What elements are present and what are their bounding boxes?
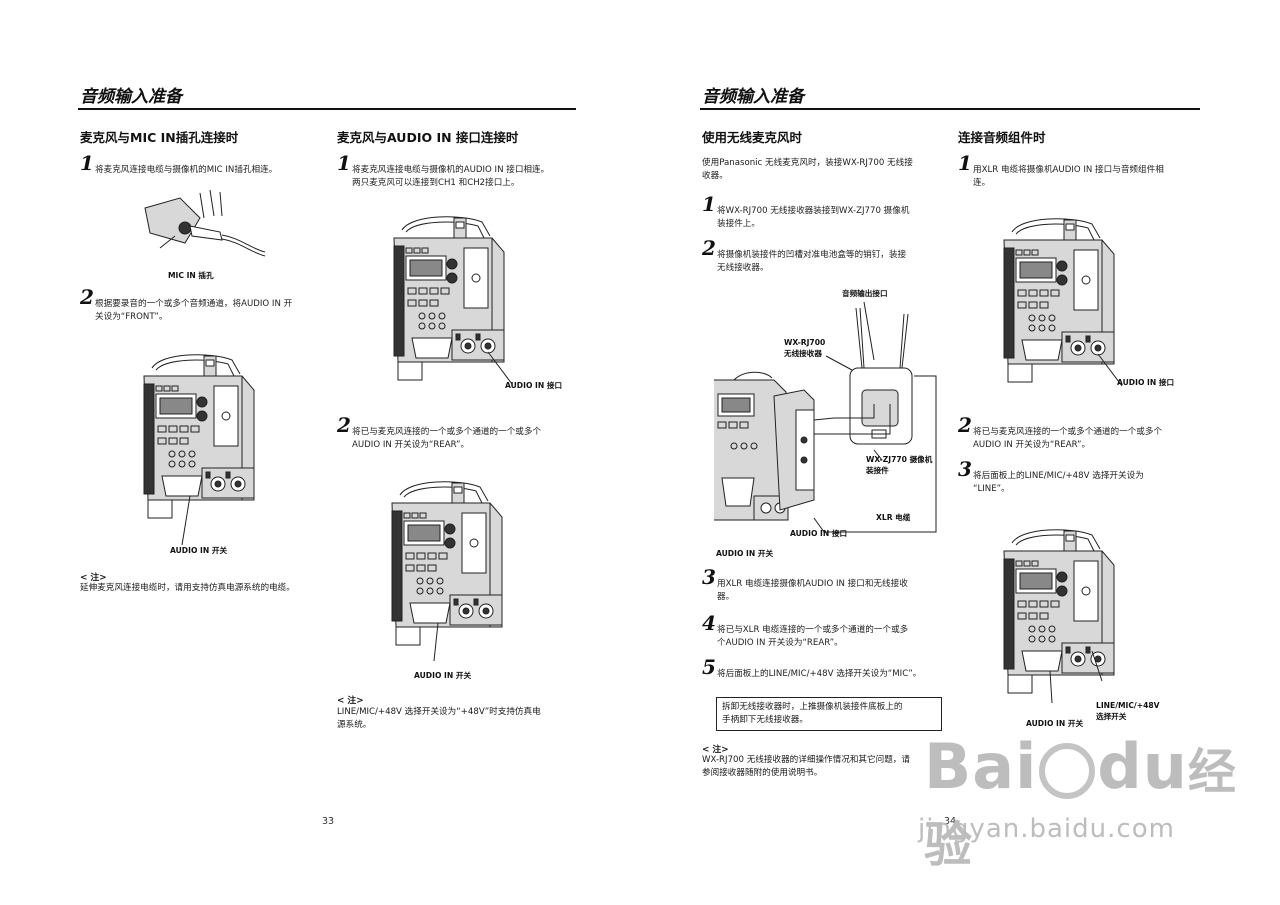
heading-audio-in: 麦克风与AUDIO IN 接口连接时 bbox=[337, 130, 519, 145]
step-2-front-switch: 2 根据要录音的一个或多个音频通道，将AUDIO IN 开关设为“FRONT”。 bbox=[80, 287, 325, 324]
note-title-right: < 注> bbox=[702, 745, 729, 755]
step-number: 2 bbox=[958, 413, 972, 437]
step-3-line-switch: 3 将后面板上的LINE/MIC/+48V 选择开关设为“LINE”。 bbox=[958, 459, 1203, 496]
camera-figure-front-switch bbox=[143, 354, 255, 546]
caption-audio-in-switch-right: AUDIO IN 开关 bbox=[1026, 719, 1084, 728]
mic-in-jack-figure bbox=[144, 189, 266, 257]
page-title-right: 音频输入准备 bbox=[702, 87, 804, 107]
label-audio-in-jack: AUDIO IN 接口 bbox=[790, 529, 848, 538]
removal-note-box: 拆卸无线接收器时，上推摄像机装接件底板上的手柄卸下无线接收器。 bbox=[716, 697, 942, 731]
step-4-rear-switch: 4 将已与XLR 电缆连接的一个或多个通道的一个或多个AUDIO IN 开关设为… bbox=[702, 613, 947, 650]
heading-wireless-mic: 使用无线麦克风时 bbox=[702, 130, 803, 145]
camera-figure-audio-in-jack bbox=[393, 216, 513, 385]
heading-mic-in: 麦克风与MIC IN插孔连接时 bbox=[80, 130, 239, 145]
page-number-right: 34 bbox=[944, 816, 957, 827]
caption-mic-in-jack: MIC IN 插孔 bbox=[168, 271, 214, 280]
note-title-left-1: < 注> bbox=[80, 573, 107, 583]
step-1-attach-receiver: 1 将WX-RJ700 无线接收器装接到WX-ZJ770 摄像机装接件上。 bbox=[702, 194, 947, 231]
label-audio-out: 音频输出接口 bbox=[842, 289, 888, 298]
step-text: 用XLR 电缆连接摄像机AUDIO IN 接口和无线接收器。 bbox=[717, 579, 908, 602]
label-camera-mount: WX-ZJ770 摄像机装接件 bbox=[866, 455, 933, 475]
step-text: 将后面板上的LINE/MIC/+48V 选择开关设为“MIC”。 bbox=[717, 669, 922, 679]
step-number: 4 bbox=[702, 611, 716, 635]
page-title-left: 音频输入准备 bbox=[80, 87, 182, 107]
step-text: 用XLR 电缆将摄像机AUDIO IN 接口与音频组件相连。 bbox=[973, 165, 1164, 188]
step-number: 3 bbox=[702, 565, 716, 589]
heading-audio-component: 连接音频组件时 bbox=[958, 130, 1046, 145]
caption-audio-in-jack-right: AUDIO IN 接口 bbox=[1117, 378, 1175, 387]
step-text: 将后面板上的LINE/MIC/+48V 选择开关设为“LINE”。 bbox=[973, 471, 1144, 494]
camera-figure-component-jack bbox=[1003, 218, 1123, 387]
step-3-xlr-connect: 3 用XLR 电缆连接摄像机AUDIO IN 接口和无线接收器。 bbox=[702, 567, 947, 604]
wireless-receiver-diagram bbox=[714, 301, 937, 533]
page-number-left: 33 bbox=[322, 816, 335, 827]
label-xlr-cable: XLR 电缆 bbox=[876, 513, 911, 522]
step-text: 将麦克风连接电缆与摄像机的MIC IN插孔相连。 bbox=[95, 165, 278, 175]
step-number: 5 bbox=[702, 655, 716, 679]
caption-audio-in-jack: AUDIO IN 接口 bbox=[505, 381, 563, 390]
step-number: 2 bbox=[337, 413, 351, 437]
step-1-mic-in: 1 将麦克风连接电缆与摄像机的MIC IN插孔相连。 bbox=[80, 153, 325, 176]
step-number: 1 bbox=[337, 151, 351, 175]
note-title-left-2: < 注> bbox=[337, 696, 364, 706]
note-text-right: WX-RJ700 无线接收器的详细操作情况和其它问题，请参阅接收器随附的使用说明… bbox=[702, 755, 910, 778]
step-1-audio-in: 1 将麦克风连接电缆与摄像机的AUDIO IN 接口相连。两只麦克风可以连接到C… bbox=[337, 153, 582, 190]
step-text: 根据要录音的一个或多个音频通道，将AUDIO IN 开关设为“FRONT”。 bbox=[95, 299, 293, 322]
note-text-left-2: LINE/MIC/+48V 选择开关设为“+48V”时支持仿真电源系统。 bbox=[337, 707, 541, 730]
camera-figure-line-switch bbox=[1003, 529, 1115, 704]
caption-audio-in-switch-2: AUDIO IN 开关 bbox=[414, 671, 472, 680]
step-number: 3 bbox=[958, 457, 972, 481]
step-5-mic-switch: 5 将后面板上的LINE/MIC/+48V 选择开关设为“MIC”。 bbox=[702, 657, 952, 680]
step-number: 1 bbox=[80, 151, 94, 175]
camera-figure-rear-switch bbox=[391, 481, 503, 662]
intro-wireless: 使用Panasonic 无线麦克风时，装接WX-RJ700 无线接收器。 bbox=[702, 158, 913, 181]
step-text: 将已与XLR 电缆连接的一个或多个通道的一个或多个AUDIO IN 开关设为“R… bbox=[717, 625, 909, 648]
watermark-url: jingyan.baidu.com bbox=[918, 814, 1175, 844]
caption-audio-in-switch: AUDIO IN 开关 bbox=[170, 546, 228, 555]
title-rule-left bbox=[78, 108, 576, 110]
step-number: 2 bbox=[80, 285, 94, 309]
step-2-align-mount: 2 将摄像机装接件的凹槽对准电池盒等的销钉，装接无线接收器。 bbox=[702, 238, 947, 275]
step-text: 将WX-RJ700 无线接收器装接到WX-ZJ770 摄像机装接件上。 bbox=[717, 206, 910, 229]
step-number: 2 bbox=[702, 236, 716, 260]
step-text: 将麦克风连接电缆与摄像机的AUDIO IN 接口相连。两只麦克风可以连接到CH1… bbox=[352, 165, 550, 188]
step-number: 1 bbox=[702, 192, 716, 216]
step-number: 1 bbox=[958, 151, 972, 175]
step-1-xlr-component: 1 用XLR 电缆将摄像机AUDIO IN 接口与音频组件相连。 bbox=[958, 153, 1203, 190]
title-rule-right bbox=[700, 108, 1200, 110]
note-text-left-1: 延伸麦克风连接电缆时，请用支持仿真电源系统的电缆。 bbox=[80, 583, 295, 593]
paw-icon bbox=[1039, 742, 1096, 799]
step-text: 将摄像机装接件的凹槽对准电池盒等的销钉，装接无线接收器。 bbox=[717, 250, 907, 273]
label-audio-in-switch: AUDIO IN 开关 bbox=[716, 549, 774, 558]
